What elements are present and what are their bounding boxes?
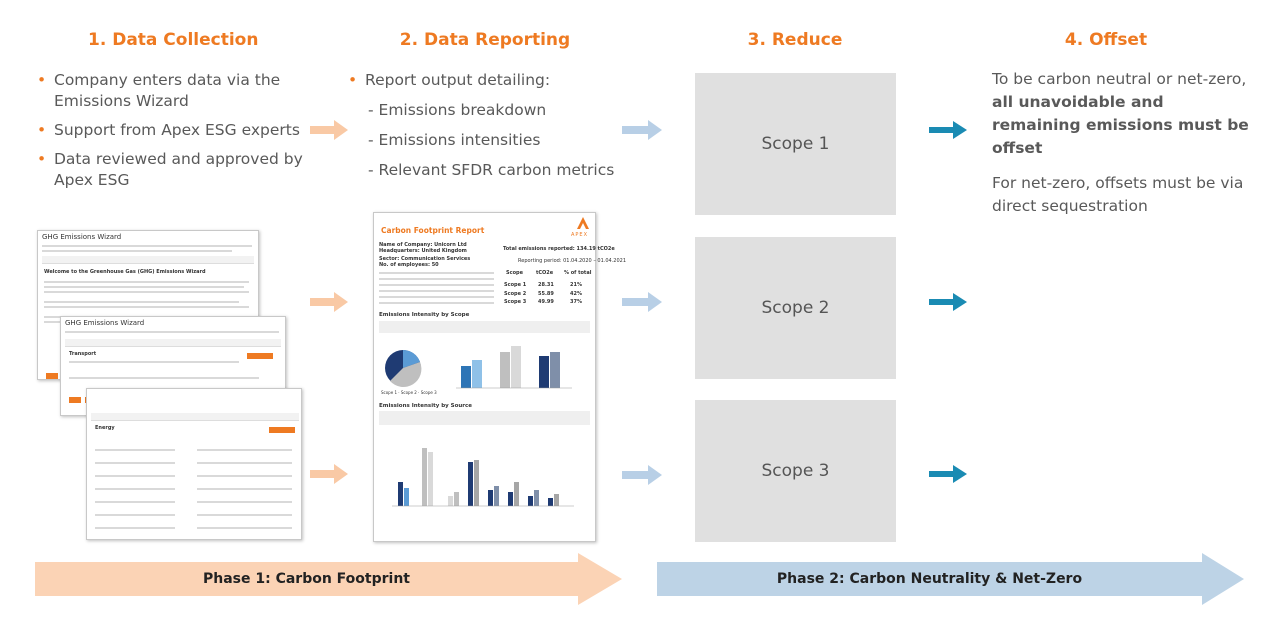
offset-description: To be carbon neutral or net-zero, all un… (992, 70, 1249, 157)
report-employees: No. of employees: 50 (379, 262, 439, 268)
bullet-dot-icon: • (37, 150, 47, 168)
arrow-right-icon (622, 120, 662, 140)
report-table-cell: Scope 3 (504, 299, 527, 305)
arrow-right-icon (310, 464, 348, 484)
wizard-section-energy: Energy (95, 425, 115, 431)
column-title-reduce: 3. Reduce (747, 30, 843, 50)
arrow-right-icon (622, 292, 662, 312)
arrow-right-icon (929, 293, 967, 311)
column-title-data-reporting: 2. Data Reporting (399, 30, 571, 50)
report-company: Name of Company: Unicorn Ltd (379, 242, 467, 248)
report-period: Reporting period: 01.04.2020 – 01.04.202… (518, 258, 627, 264)
report-table-cell: Scope 2 (504, 291, 527, 297)
offset-net-zero-note: For net-zero, offsets must be via direct… (992, 174, 1244, 215)
column-title-data-collection: 1. Data Collection (88, 30, 259, 50)
reporting-subitem: - Emissions breakdown (368, 101, 547, 119)
reporting-subitem: - Relevant SFDR carbon metrics (368, 161, 615, 179)
apex-logo: APEX (571, 232, 589, 238)
report-title: Carbon Footprint Report (381, 226, 485, 235)
wizard-welcome: Welcome to the Greenhouse Gas (GHG) Emis… (44, 269, 206, 275)
report-scope-charts (385, 346, 572, 389)
phase-1-label: Phase 1: Carbon Footprint (202, 571, 410, 587)
report-section-source: Emissions Intensity by Source (379, 403, 473, 409)
wizard-screenshot-front: Energy (86, 388, 302, 540)
report-section-scope: Emissions Intensity by Scope (379, 312, 470, 318)
report-source-chart (392, 448, 574, 507)
report-legend: Scope 1 · Scope 2 · Scope 3 (381, 390, 437, 395)
report-table-header: tCO2e (536, 270, 554, 276)
arrow-right-icon (622, 465, 662, 485)
collection-bullet: •Company enters data via the Emissions W… (37, 71, 281, 110)
report-table-header: Scope (506, 270, 523, 276)
reporting-bullet: •Report output detailing: (348, 71, 551, 89)
report-table-cell: 21% (570, 282, 582, 288)
report-table-cell: 28.31 (538, 282, 554, 288)
scope-3-box: Scope 3 (695, 400, 896, 542)
bullet-dot-icon: • (37, 121, 47, 139)
report-table-cell: 42% (570, 291, 582, 297)
scope-2-box: Scope 2 (695, 237, 896, 379)
collection-bullet-list: •Company enters data via the Emissions W… (37, 70, 307, 199)
phase-2-label: Phase 2: Carbon Neutrality & Net-Zero (776, 571, 1083, 587)
arrow-right-icon (929, 465, 967, 483)
reporting-bullet-list: •Report output detailing: (348, 70, 608, 99)
arrow-right-icon (310, 120, 348, 140)
report-sector: Sector: Communication Services (379, 256, 471, 262)
collection-bullet: •Support from Apex ESG experts (37, 121, 300, 139)
arrow-right-icon (929, 121, 967, 139)
wizard-title: GHG Emissions Wizard (42, 233, 122, 241)
phase-2-arrow (657, 553, 1244, 605)
report-table-cell: Scope 1 (504, 282, 527, 288)
bullet-dot-icon: • (37, 71, 47, 89)
report-total: Total emissions reported: 134.19 tCO2e (503, 246, 615, 252)
report-hq: Headquarters: United Kingdom (379, 248, 467, 254)
apex-logo-icon (577, 217, 589, 229)
bullet-dot-icon: • (348, 71, 358, 89)
arrow-right-icon (310, 292, 348, 312)
report-table-header: % of total (564, 270, 592, 276)
wizard-title: GHG Emissions Wizard (65, 319, 145, 327)
report-table-cell: 55.89 (538, 291, 554, 297)
column-title-offset: 4. Offset (1064, 30, 1148, 50)
report-table-cell: 37% (570, 299, 582, 305)
collection-bullet: •Data reviewed and approved by Apex ESG (37, 150, 303, 189)
reporting-subitem: - Emissions intensities (368, 131, 541, 149)
phase-1-arrow (35, 553, 622, 605)
scope-1-box: Scope 1 (695, 73, 896, 215)
report-table-cell: 49.99 (538, 299, 554, 305)
wizard-section-transport: Transport (69, 351, 97, 357)
